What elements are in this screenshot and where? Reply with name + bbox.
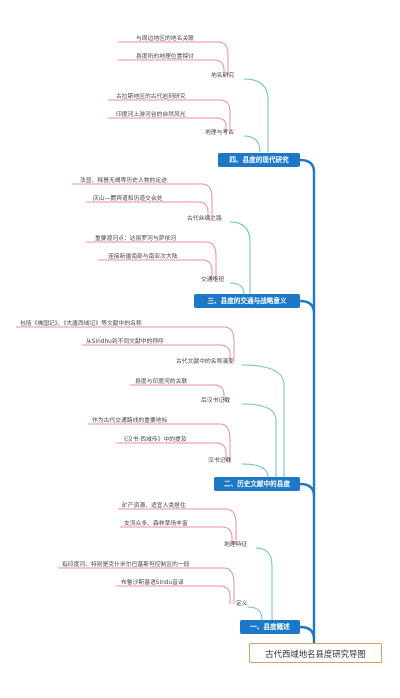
leaf-connector: [116, 585, 231, 604]
sub-connector: [243, 78, 269, 152]
sub-connector: [229, 221, 251, 294]
leaf-connector: [58, 567, 235, 604]
leaf-node: 包括《佛国记》、《大唐西域记》等文献中的名称: [20, 321, 142, 327]
leaf-node: 指印度河、特别是克什米尔巴基斯坦控制区的一段: [62, 562, 190, 568]
leaf-node: 《汉书·西域传》中的提及: [121, 437, 187, 443]
leaf-connector: [72, 183, 213, 219]
trunk-branch-section-2: [299, 482, 316, 497]
leaf-connector: [120, 526, 233, 545]
leaf-node: 矿产资源、适宜人类居住: [122, 503, 186, 509]
trunk-branch-section-3: [299, 299, 316, 314]
leaf-connector: [88, 423, 231, 461]
leaf-node: 古拉斯地区的古代岩刻研究: [116, 94, 186, 100]
subtopic-node: 后汉书记载: [201, 398, 230, 404]
leaf-node: 法显、释昙无竭等历史人物的足迹: [80, 178, 167, 184]
leaf-node: 从Sindhu到不同文献中的称呼: [86, 339, 164, 345]
sub-connector: [241, 364, 285, 477]
leaf-connector: [116, 442, 227, 461]
section-node: 二、历史文献中的县度: [214, 477, 300, 491]
leaf-node: 县度所的地理位置探讨: [136, 54, 194, 60]
leaf-node: 庆山—罽宾道和历道交会处: [93, 196, 163, 202]
section-node: 一、县度概述: [240, 620, 300, 634]
subtopic-node: 古代丝绸之路: [187, 216, 222, 222]
subtopic-node: 古代文献中的名称演变: [176, 359, 234, 365]
subtopic-node: 定义: [236, 601, 248, 607]
subtopic-node: 地理与考古: [205, 130, 234, 136]
trunk-branch-section-1: [299, 625, 316, 640]
sub-connector: [243, 135, 261, 153]
subtopic-node: 地理特征: [224, 542, 248, 548]
leaf-node: 连接新疆南部与南亚次大陆: [108, 254, 178, 260]
leaf-node: 重要渡河点：达丽罗河与萨依河: [95, 236, 177, 242]
sub-connector: [241, 403, 277, 477]
leaf-connector: [130, 384, 225, 401]
sub-connector: [241, 463, 269, 478]
sub-connector: [229, 282, 245, 295]
leaf-connector: [98, 259, 213, 280]
subtopic-node: 汉书记载: [208, 458, 232, 464]
leaf-connector: [82, 344, 231, 362]
leaf-node: 支流众多、森林草场丰富: [124, 521, 188, 527]
leaf-connector: [108, 99, 231, 133]
leaf-node: 印度河上游河谷的自然风光: [116, 112, 186, 118]
leaf-connector: [86, 201, 209, 219]
leaf-node: 县度与印度河的关联: [135, 379, 188, 385]
sub-connector: [255, 547, 273, 620]
leaf-node: 作为古代交通路线的重要地标: [92, 418, 168, 424]
leaf-connector: [118, 41, 229, 76]
leaf-node: 与周边地区的地名关联: [136, 36, 194, 42]
subtopic-node: 地名研究: [211, 73, 235, 79]
section-node: 三、县度的交通与战略意义: [194, 294, 300, 308]
leaf-connector: [118, 508, 237, 545]
trunk-connector: [299, 158, 316, 644]
leaf-connector: [108, 117, 227, 133]
leaf-node: 布鲁沙斯基语Sindu音译: [121, 580, 184, 586]
subtopic-node: 交通枢纽: [201, 277, 225, 283]
sub-connector: [247, 606, 263, 621]
section-node: 四、县度的现代研究: [218, 153, 300, 167]
root-node: 古代西域地名县度研究导图: [249, 643, 382, 663]
leaf-connector: [16, 326, 235, 362]
leaf-connector: [118, 59, 225, 76]
leaf-connector: [86, 241, 217, 280]
